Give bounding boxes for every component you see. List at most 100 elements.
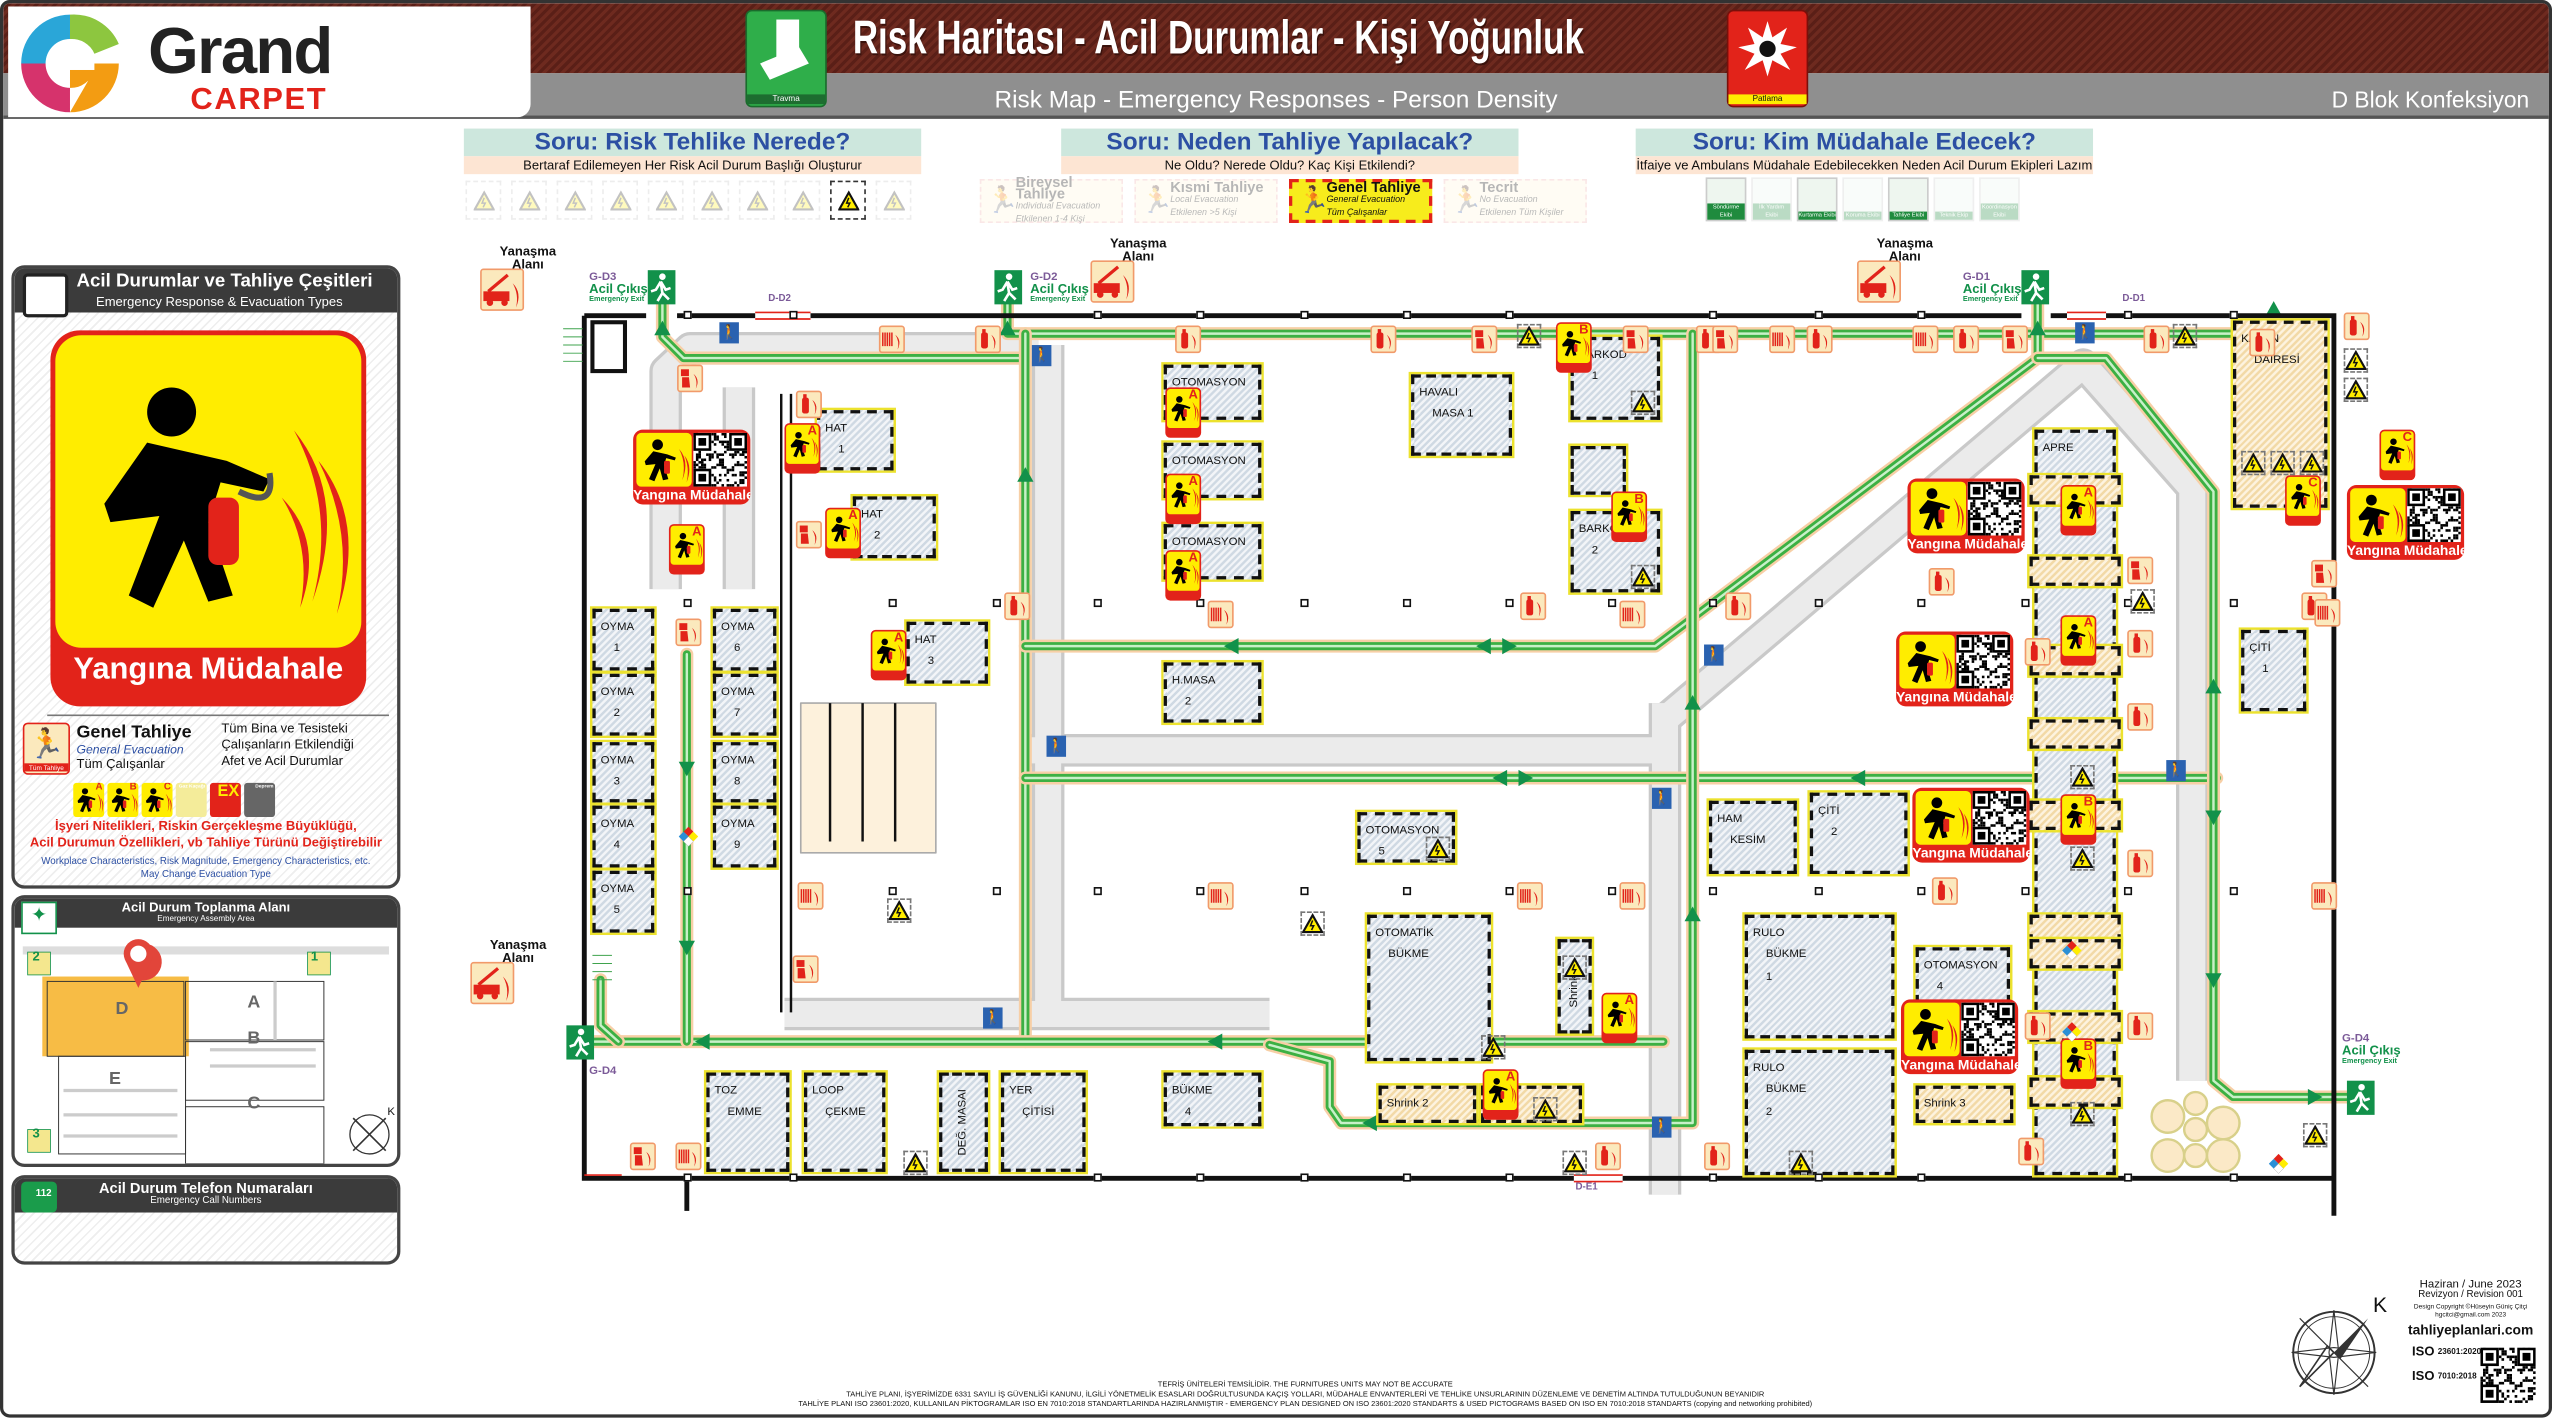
- pedestrian-crossing-icon: 🚶: [2075, 322, 2095, 344]
- fire-extinguisher-icon: [1520, 592, 1547, 621]
- room-label: BARKOD: [1578, 349, 1627, 362]
- room-label: EMME: [727, 1107, 762, 1119]
- pillar: [1708, 1173, 1718, 1182]
- class-b-fire-sign: B: [2060, 1038, 2097, 1089]
- route-arrow-icon: [1684, 694, 1701, 710]
- route-arrow-icon: [1502, 637, 1517, 655]
- room-label: OYMA: [600, 883, 635, 896]
- pillar: [1917, 310, 1926, 319]
- footer-line: TAHLİYE PLANI, İŞYERİMİZDE 6331 SAYILI İ…: [846, 1389, 1765, 1399]
- evac-note: Etkilenen 1-4 Kişi: [1015, 214, 1085, 224]
- earthquake-icon: Deprem: [244, 782, 276, 818]
- qr-code-icon[interactable]: [1972, 790, 2027, 845]
- door-label: D-D2: [768, 294, 792, 305]
- fire-response-qr-sign[interactable]: Yangına Müdahale: [1896, 631, 2014, 707]
- assembly-area-panel: Acil Durum Toplanma Alanı Emergency Asse…: [11, 895, 401, 1167]
- pillar: [2123, 1173, 2133, 1182]
- fire-hose-icon: [797, 882, 824, 910]
- fire-response-qr-sign[interactable]: Yangına Müdahale: [633, 429, 751, 505]
- docking-line: Alanı: [502, 950, 535, 966]
- evac-note: Etkilenen Tüm Kişiler: [1479, 208, 1564, 219]
- qr-code-icon[interactable]: [2407, 488, 2461, 542]
- class-b-fire-icon: B: [107, 782, 139, 818]
- class-label: B: [129, 782, 137, 793]
- fire-response-qr-sign[interactable]: Yangına Müdahale: [2346, 485, 2465, 560]
- fire-response-qr-sign[interactable]: Yangına Müdahale: [1912, 787, 2030, 863]
- fire-extinguisher-icon: [1370, 325, 1397, 354]
- class-a-fire-sign: A: [870, 629, 907, 681]
- pillar: [2123, 887, 2133, 896]
- qr-code-icon[interactable]: [1956, 634, 2011, 689]
- fire-response-qr-sign[interactable]: Yangına Müdahale: [1907, 478, 2025, 554]
- team-label: Kurtarma Ekibi: [1798, 211, 1836, 220]
- class-c-fire-sign: C: [2285, 475, 2321, 526]
- exit-text: Acil Çıkış: [2342, 1043, 2401, 1058]
- fire-extinguisher-icon: [2127, 703, 2154, 731]
- fire-hose-icon: [878, 325, 905, 354]
- route-arrow-icon: [1850, 769, 1866, 787]
- class-label: Deprem: [255, 782, 274, 790]
- room-label: 4: [1936, 981, 1944, 994]
- warning-triangle-icon: [1533, 1096, 1558, 1122]
- pillar: [1093, 1173, 1102, 1182]
- fire-response-sign: Yangına Müdahale: [50, 330, 367, 707]
- qr-code-icon[interactable]: [693, 432, 748, 487]
- qr-code-icon[interactable]: [2480, 1347, 2536, 1403]
- route-arrow-icon: [2307, 1088, 2323, 1106]
- fire-hose-icon: [1207, 882, 1234, 910]
- question-title: Soru: Kim Müdahale Edecek?: [1635, 128, 2094, 157]
- emergency-exit-sign: [647, 270, 676, 305]
- qr-code-icon[interactable]: [1967, 481, 2022, 536]
- warning-triangle-icon: [1516, 323, 1542, 349]
- fire-alarm-button-icon: [677, 364, 704, 393]
- door-label: D-D1: [2122, 294, 2146, 305]
- gas-leak-icon: Gaz Kaçağı: [175, 782, 207, 818]
- response-team-icon: İlk Yardım Ekibi: [1751, 177, 1792, 222]
- pillar: [1402, 887, 1412, 896]
- docking-line: Yanaşma: [499, 244, 557, 259]
- pillar: [789, 310, 798, 319]
- pillar: [789, 1173, 798, 1182]
- room-label: APRE: [2042, 442, 2074, 455]
- team-label: Teknik Ekip: [1935, 211, 1973, 220]
- zone-b: B: [247, 1028, 261, 1049]
- room-label: TOZ: [714, 1085, 738, 1097]
- exit-text-en: Emergency Exit: [2342, 1056, 2397, 1065]
- zone-e: E: [109, 1069, 121, 1089]
- warning-triangle-icon: [1630, 390, 1656, 416]
- pillar: [1196, 598, 1205, 608]
- fire-alarm-button-icon: [792, 955, 819, 984]
- hazard-icon: [738, 180, 775, 220]
- fire-response-qr-sign[interactable]: Yangına Müdahale: [1900, 999, 2019, 1075]
- evacuation-route: [661, 294, 1027, 360]
- route-arrow-icon: [654, 320, 671, 336]
- pedestrian-crossing-icon: 🚶: [1704, 644, 1724, 666]
- room-label: 4: [613, 840, 620, 852]
- emergency-exit-sign: [2346, 1080, 2375, 1115]
- route-arrow-icon: [1684, 906, 1701, 922]
- fire-extinguisher-icon: [2127, 1012, 2154, 1041]
- warning-triangle-icon: [1300, 911, 1325, 936]
- fire-alarm-button-icon: [795, 520, 822, 549]
- pillar: [2229, 310, 2238, 319]
- website-link[interactable]: tahliyeplanlari.com: [2407, 1321, 2534, 1338]
- team-label: Koruma Ekibi: [1844, 211, 1882, 220]
- panel-header: Acil Durum Telefon Numaraları Emergency …: [14, 1178, 398, 1213]
- class-label: A: [95, 782, 103, 793]
- fire-extinguisher-icon: [2024, 637, 2051, 666]
- pillar: [1505, 310, 1514, 319]
- question-subtitle: İtfaiye ve Ambulans Müdahale Edebilecekk…: [1635, 156, 2094, 175]
- iso-logo: ISO: [2412, 1344, 2435, 1360]
- class-a-fire-sign: A: [2060, 615, 2097, 666]
- qr-code-icon[interactable]: [1961, 1002, 2015, 1057]
- room-label: Shrink 3: [1923, 1098, 1966, 1110]
- phone-icon: 112: [21, 1181, 57, 1213]
- room: Shrink 1: [1557, 939, 1592, 1034]
